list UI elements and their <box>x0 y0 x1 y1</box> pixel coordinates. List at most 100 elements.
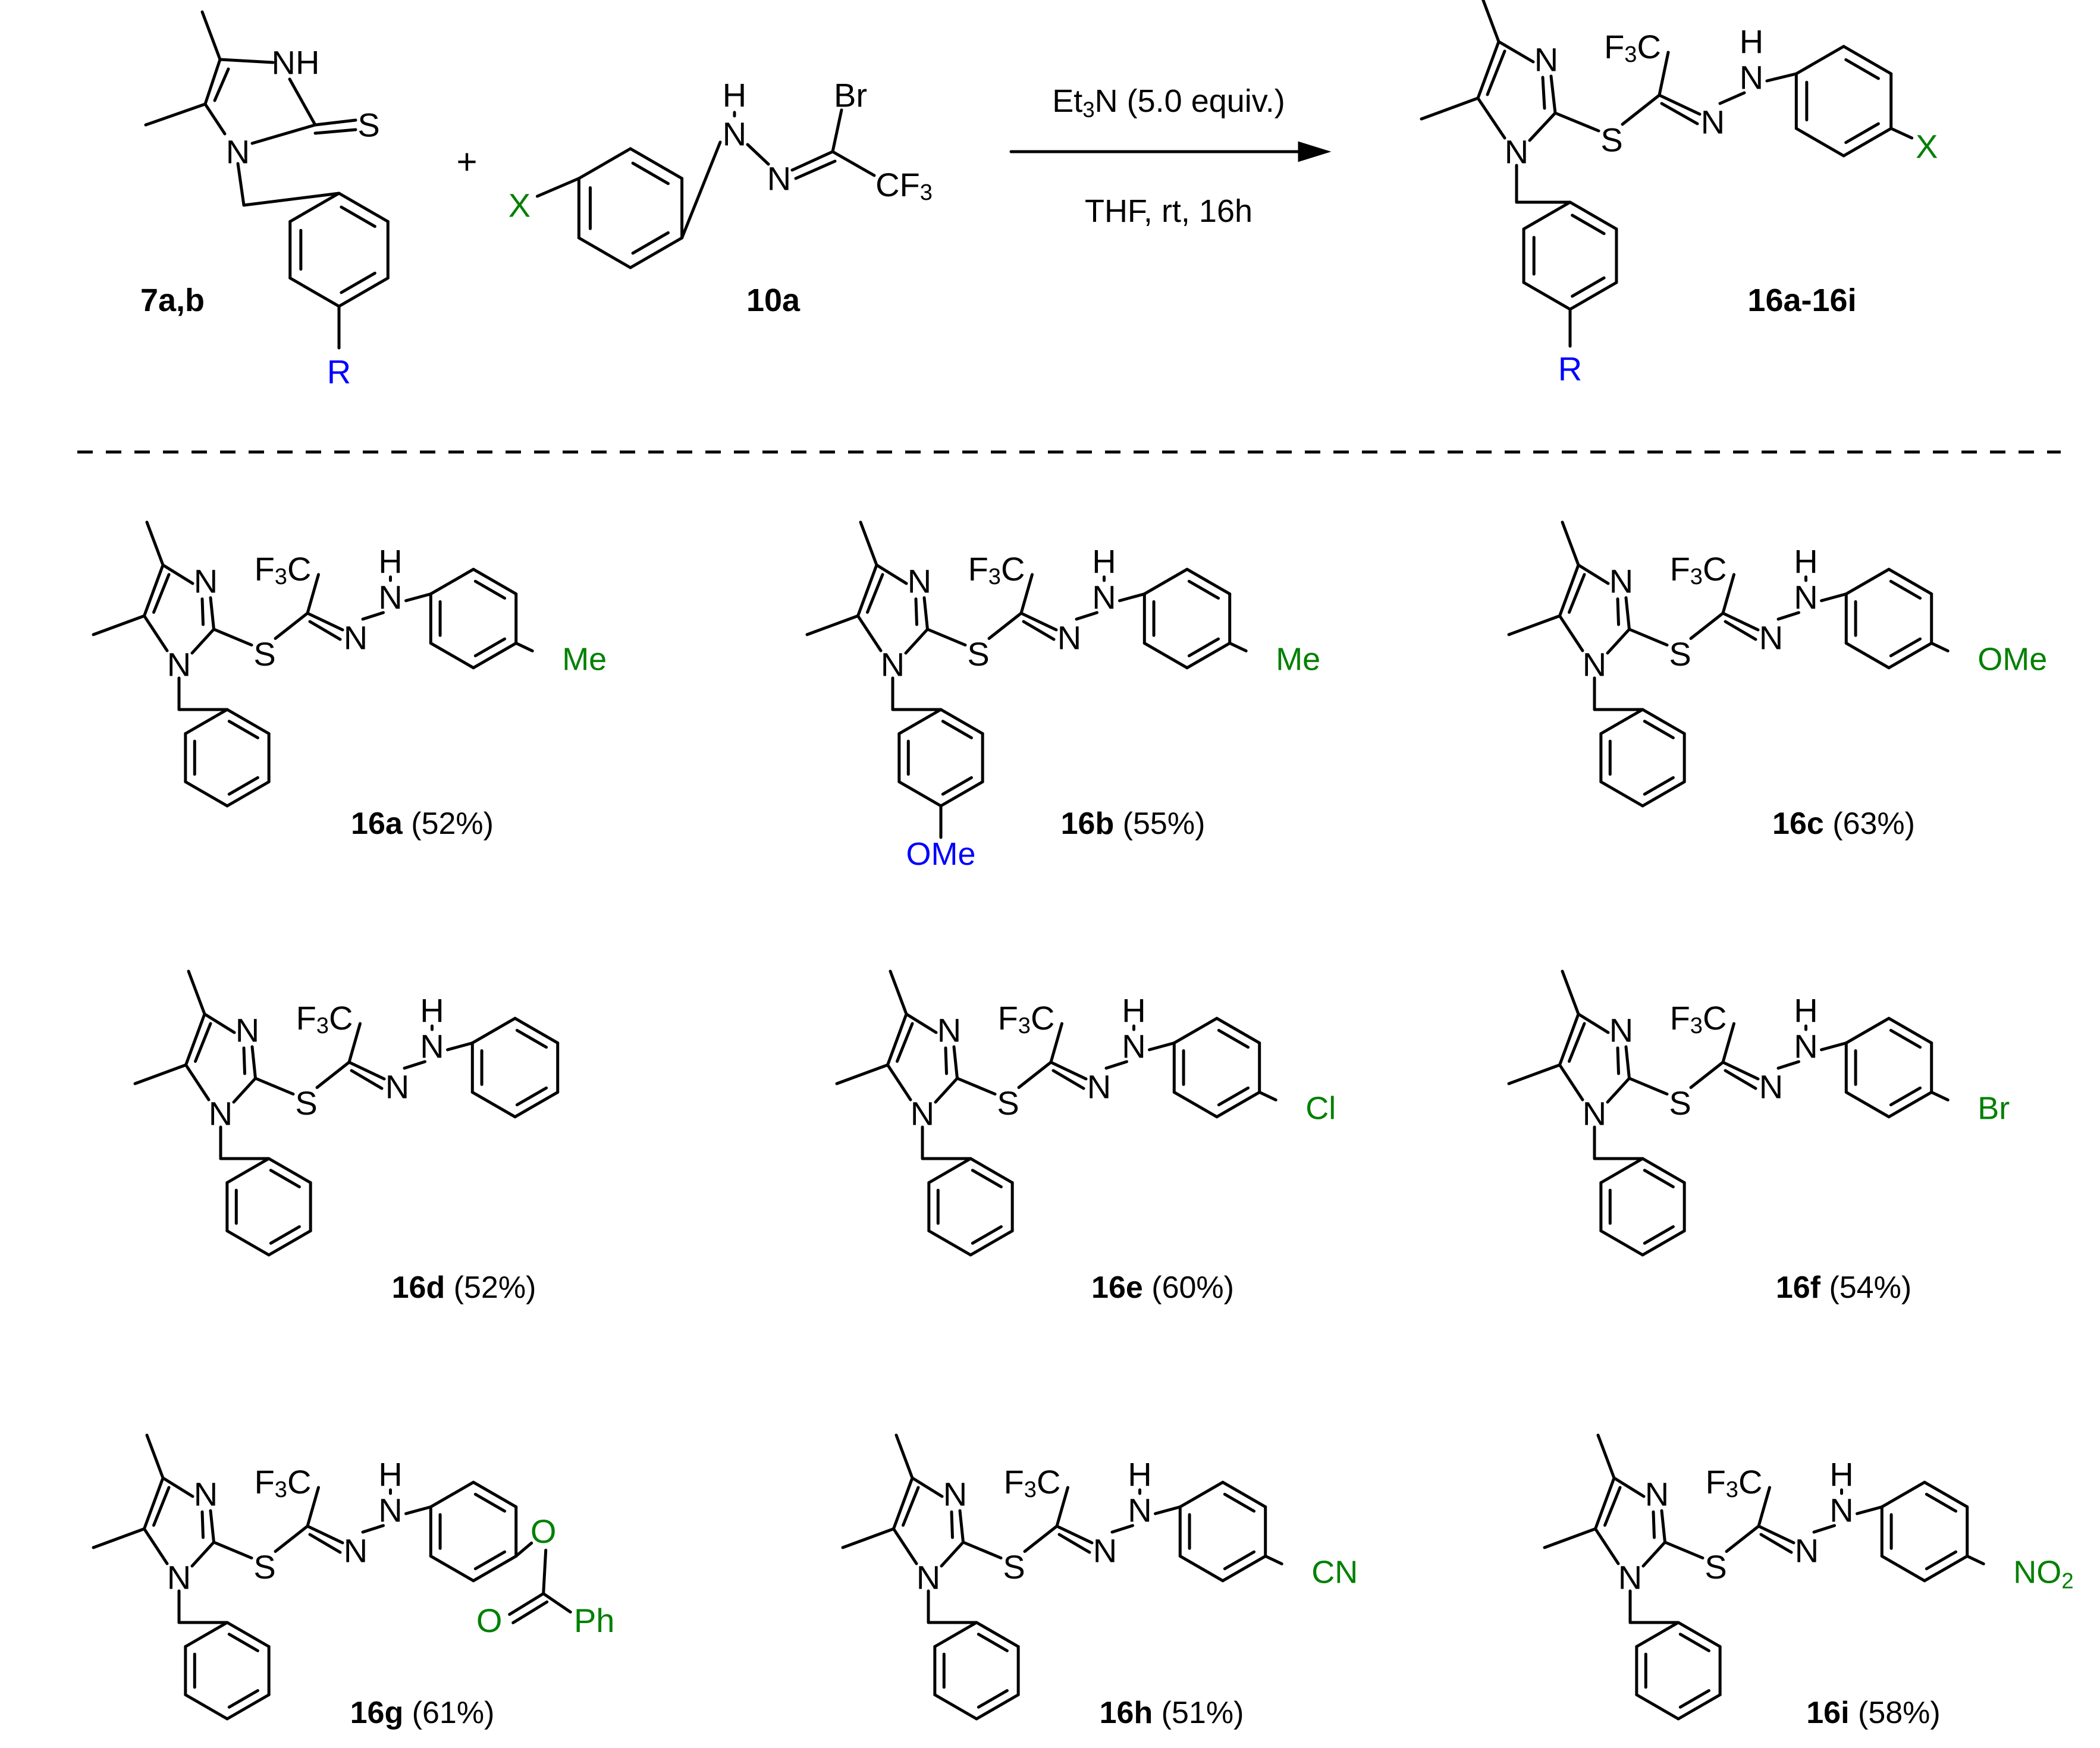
hydrazone-nh-label: N <box>378 579 402 616</box>
benzyl-bond <box>1635 1693 1680 1721</box>
aryl-double-bond <box>631 161 670 186</box>
hydrazone-n-label: N <box>1087 1068 1111 1106</box>
imidazole-bond <box>1549 74 1557 115</box>
imidazole-bond <box>940 1540 965 1568</box>
c-cf3-bond <box>831 150 876 177</box>
hydrazone-n-label: N <box>1093 1532 1117 1570</box>
benzyl-bond <box>933 1621 978 1648</box>
imidazole-bond <box>905 1012 938 1034</box>
c-cf3-bond <box>1721 1022 1735 1064</box>
imidazole-bond <box>875 563 908 585</box>
benzyl-bond <box>1599 1157 1644 1184</box>
hydrazone-h-label: H <box>1128 1456 1151 1493</box>
imidazole-bond <box>1476 96 1506 140</box>
imidazole-bond <box>1577 1012 1610 1034</box>
imidazole-double-bond <box>152 573 171 614</box>
c-n-double-bond <box>350 1069 384 1090</box>
methyl-bond <box>805 614 859 636</box>
n-ch2-bond <box>236 162 246 207</box>
aryl-double-bond <box>1223 1550 1256 1571</box>
ring-n-label: N <box>226 133 250 171</box>
methyl-bond <box>841 1527 895 1549</box>
product-16d-label: 16d (52%) <box>392 1270 536 1305</box>
imidazole-n-label: N <box>1534 41 1558 79</box>
c-cf3-bond <box>1721 573 1735 615</box>
reagent-label: Et3N (5.0 equiv.) <box>1052 83 1285 122</box>
hydrazone-h-label: H <box>1740 23 1763 61</box>
c-o-double-bond <box>508 1592 545 1616</box>
hydrazone-nh-label: N <box>420 1028 444 1065</box>
benzyl-bond <box>1568 281 1618 311</box>
c-s-double-bond <box>313 118 357 127</box>
imidazole-bond <box>143 563 165 617</box>
benzyl-bond <box>184 780 229 808</box>
imidazole-bond <box>952 1045 959 1080</box>
hydrazone-n-label: N <box>1759 619 1783 657</box>
aryl-bond <box>1887 1090 1933 1119</box>
aryl-double-bond <box>977 1633 1009 1653</box>
hydrazone-n-label: N <box>1057 619 1081 657</box>
aryl-double-bond <box>1217 1086 1250 1107</box>
compound-number: 16h <box>1100 1696 1153 1730</box>
benzyl-bond <box>1641 780 1686 808</box>
aryl-double-bond <box>971 1225 1003 1245</box>
benzyl-bond <box>969 1229 1014 1257</box>
benzyl-bond <box>975 1621 1020 1648</box>
hydrazone-n-label: N <box>767 160 791 197</box>
imidazole-n1-label: N <box>1583 1095 1606 1132</box>
c-cf3-bond <box>1049 1022 1063 1064</box>
o-c-bond <box>542 1548 548 1595</box>
imidazole-double-bond <box>944 1046 948 1075</box>
aryl-bond <box>470 1090 517 1119</box>
imidazole-n-label: N <box>1609 563 1633 600</box>
benzyl-bond <box>1599 1229 1644 1257</box>
s-c-bond <box>1017 1060 1053 1089</box>
aryl-double-bond <box>1187 579 1220 600</box>
imidazole-n1-label: N <box>167 1559 191 1596</box>
benzyl-bond <box>1522 281 1572 311</box>
c-n-double-bond <box>1724 1069 1757 1090</box>
compound-number: 16d <box>392 1270 445 1305</box>
aryl-double-bond <box>473 637 507 658</box>
aryl-x-bond <box>1264 1554 1283 1565</box>
x-substituent-label: X <box>508 187 531 224</box>
hydrazone-nh-label: N <box>1092 579 1116 616</box>
ring-double-bond <box>213 67 230 102</box>
imidazole-bond <box>934 1077 959 1104</box>
imidazole-double-bond <box>1616 597 1620 626</box>
hydrazone-h-label: H <box>1794 992 1818 1030</box>
c-n-bond <box>1019 611 1058 632</box>
imidazole-bond <box>250 1045 257 1080</box>
aryl-bond <box>577 147 632 180</box>
thioether-s-label: S <box>1600 121 1622 159</box>
methyl-bond <box>144 102 207 127</box>
imidazole-n1-label: N <box>1583 646 1606 683</box>
imidazole-double-bond <box>242 1046 246 1075</box>
aryl-double-bond <box>1571 214 1606 236</box>
aryl-bond <box>472 1480 518 1509</box>
aryl-double-bond <box>1678 1633 1710 1653</box>
imidazole-bond <box>856 563 878 617</box>
methyl-bond <box>145 1433 165 1480</box>
c-cf3-bond <box>1019 573 1034 615</box>
imidazole-double-bond <box>200 1510 205 1539</box>
ring-bond <box>203 102 227 136</box>
aryl-bond <box>1142 641 1189 670</box>
compound-number: 16b <box>1061 806 1115 841</box>
aryl-bond <box>472 567 518 596</box>
hydrazone-n-label: N <box>385 1068 409 1106</box>
aryl-bond <box>1844 1016 1891 1045</box>
c-n-double-bond <box>308 1533 342 1554</box>
compound-number: 16a <box>351 806 403 841</box>
imidazole-double-bond <box>194 1022 212 1063</box>
n-n-bond <box>1075 611 1098 621</box>
aryl-double-bond <box>1643 1169 1675 1189</box>
aryl-double-bond <box>1643 720 1675 740</box>
n-n-bond <box>1776 1060 1800 1070</box>
methyl-bond <box>1507 1063 1561 1085</box>
ch2-aryl-bond <box>242 192 341 207</box>
n-n-bond <box>746 143 770 166</box>
s-c-bond <box>1689 611 1725 640</box>
aryl-double-bond <box>1889 579 1922 600</box>
imidazole-n-label: N <box>194 1476 218 1513</box>
